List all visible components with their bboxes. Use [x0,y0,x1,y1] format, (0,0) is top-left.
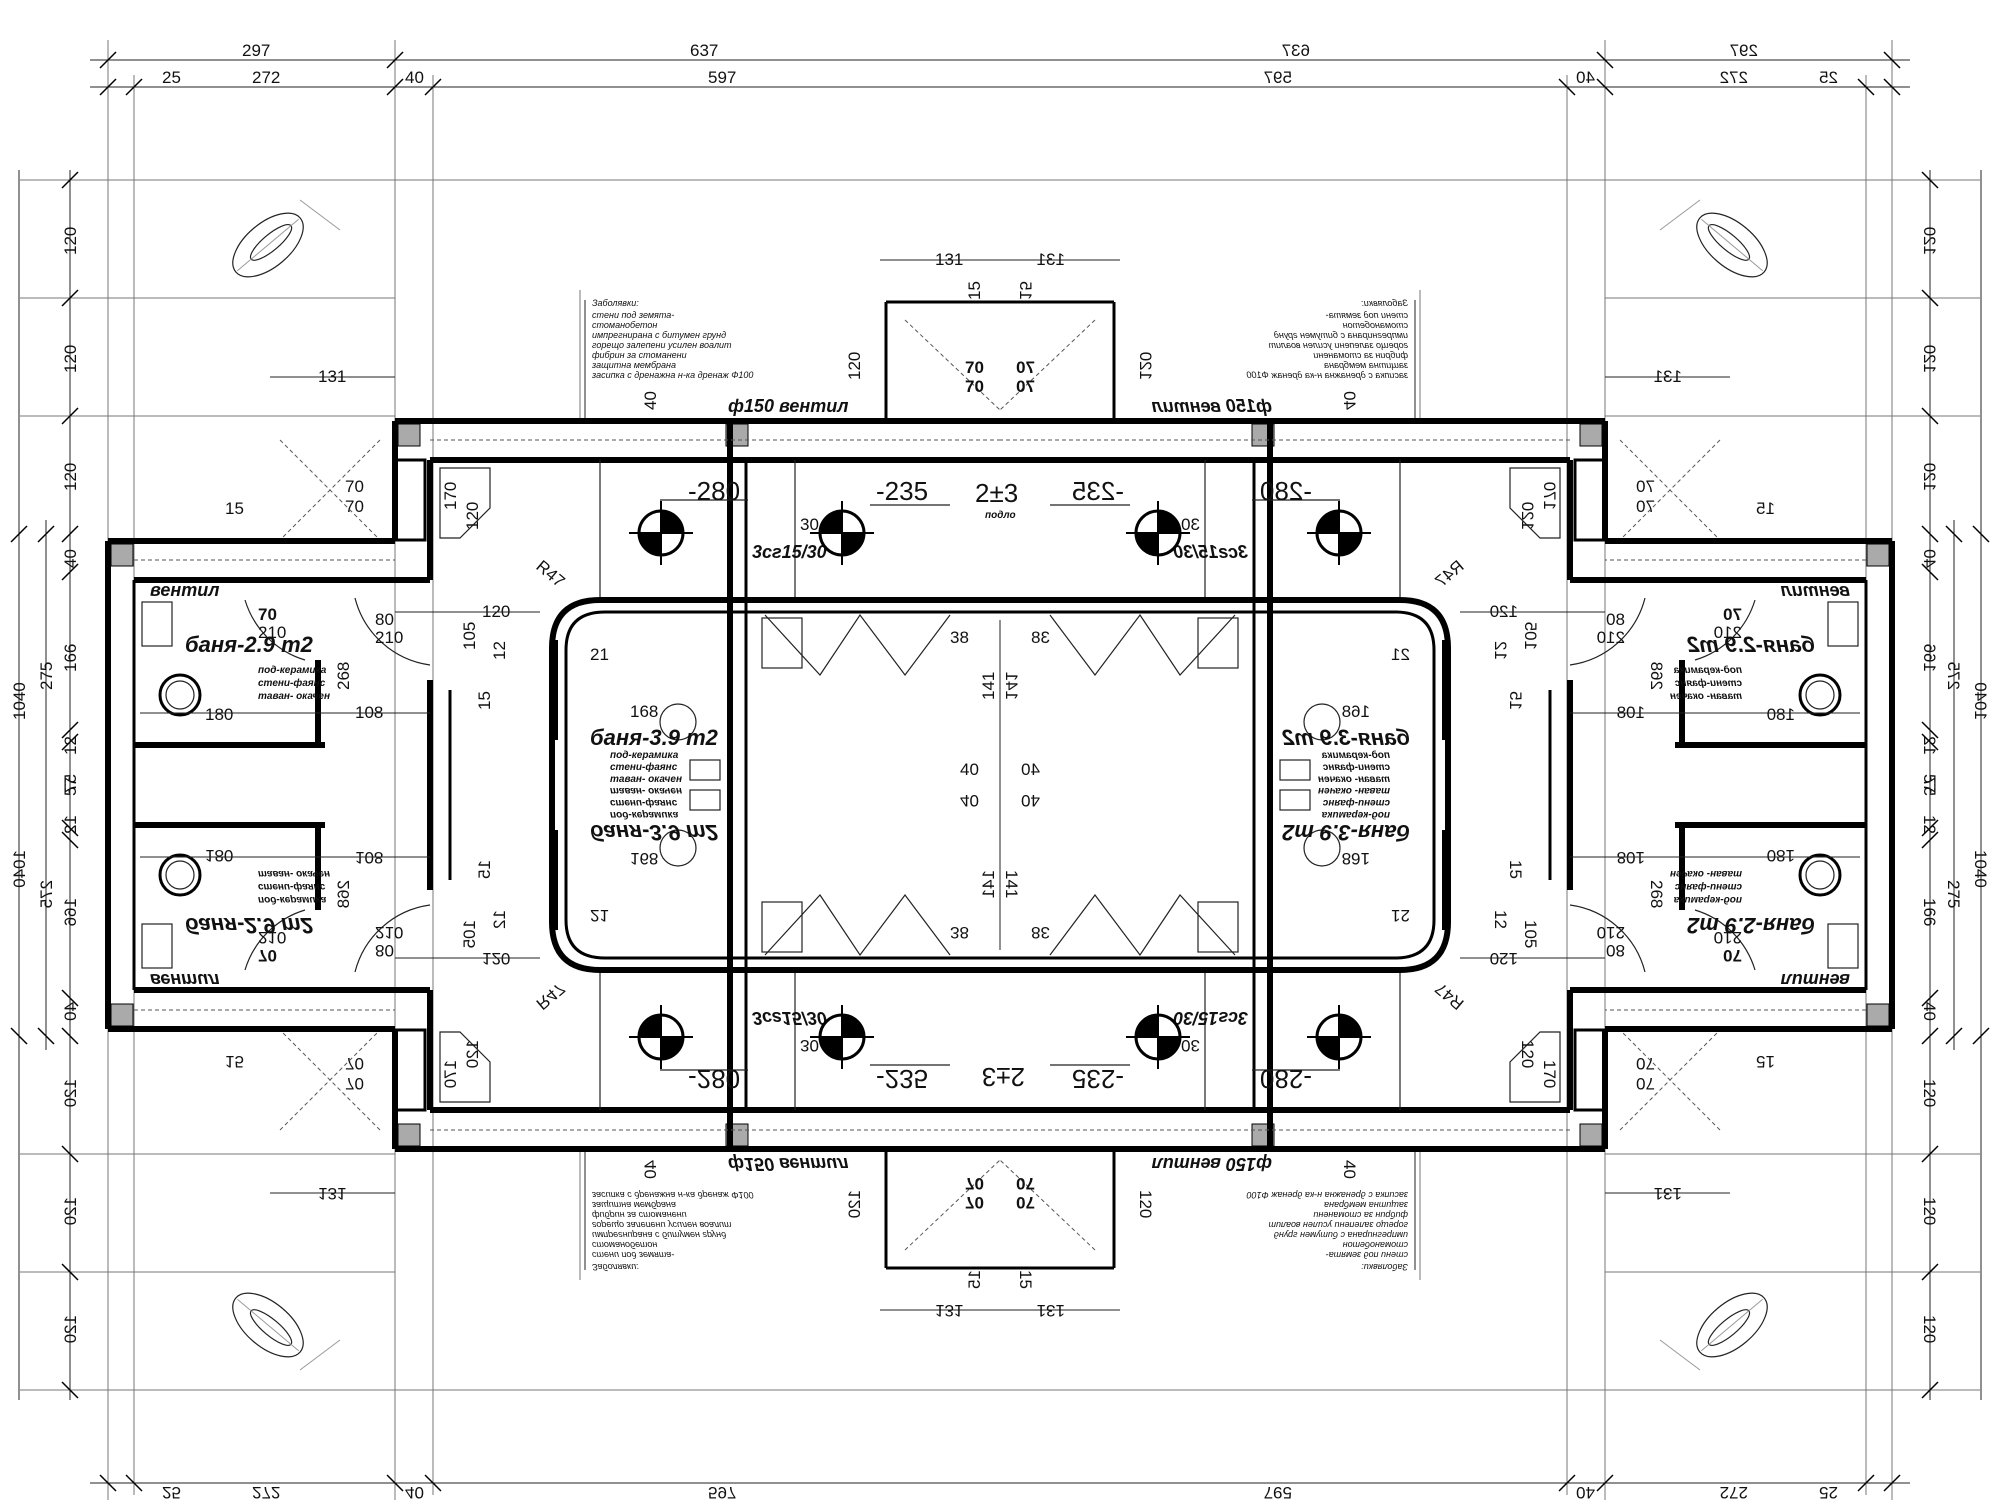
door-width: 70 [258,605,277,624]
finish-note: таван- окачен [610,774,682,785]
note-line: Заболявки: [592,298,639,308]
dim-131: 131 [318,367,346,386]
dim-12: 12 [61,736,80,755]
note-line: горещо залепени усилен воалит [592,340,732,350]
room-label: баня-3.9 m2 [590,725,719,750]
plan-bottom-left [10,774,1000,1500]
finish-note: под-керамика [610,750,679,761]
tree-icon [232,212,304,278]
step-30: 30 [800,515,819,534]
section-marker-icon [629,501,693,565]
dim-40: 40 [61,549,80,568]
dim-12: 12 [490,641,509,660]
door-height: 210 [258,623,286,642]
plan-top-right [1000,40,1990,796]
dim-40: 40 [960,760,979,779]
dim-40: 40 [641,391,660,410]
dim-40: 40 [405,68,424,87]
center-level-label: 2±3 подло 2±3 [975,478,1025,1092]
finish-note: таван- окачен [258,691,330,702]
sink-icon [141,601,173,647]
stair-label: 3сг15/30 [752,542,827,562]
finish-note: стени-фаянс [258,677,326,689]
plan-bottom-right [1000,774,1990,1500]
dim-15: 15 [225,499,244,518]
side-dimensions: 1040 275 120 120 120 40 166 12 57 [10,170,80,796]
door-swing [354,597,431,666]
toilet-icon [659,703,697,741]
dim-268: 268 [334,662,353,690]
dim-120-b: 120 [61,345,80,373]
dim-272: 272 [252,68,280,87]
note-line: защитна мембрана [591,360,676,370]
dim-21: 21 [590,645,609,664]
dim-105: 105 [460,622,479,650]
dim-25: 25 [162,68,181,87]
level-center: 2±3 [975,478,1018,508]
note-line: фибрин за стоманени [592,350,687,360]
dim-r47: R47 [532,557,568,592]
dim-637: 637 [690,41,718,60]
level-center-mirrored: 2±3 [982,1062,1025,1092]
vent-pipe-label: ф150 вентил [728,396,848,416]
level-280: -280 [688,476,740,506]
section-marker-icon [810,501,874,565]
dim-70: 70 [965,358,984,377]
room-label: баня-2.9 m2 [185,632,314,657]
dim-38: 38 [950,628,969,647]
finish-note: под-керамика [258,665,327,676]
note-line: импрегнирана с битумен грунд [592,330,726,340]
dim-70: 70 [965,377,984,396]
bathroom-large: 168 баня-3.9 m2 под-керамика стени-фаянс… [552,640,721,785]
plan-top-left: 297 637 25 272 40 597 1040 275 120 120 1… [10,40,1001,796]
dim-170: 170 [441,482,460,510]
dim-1040: 1040 [10,682,29,720]
dim-131: 131 [935,250,963,269]
dim-120: 120 [845,352,864,380]
waterproofing-notes: Заболявки: стени под земята- стоманобето… [584,298,753,420]
entrance-bump: 131 15 120 70 70 [845,250,1001,421]
dim-275: 275 [37,662,56,690]
dim-141: 141 [979,672,998,700]
dim-166: 166 [61,644,80,672]
dim-70: 70 [345,477,364,496]
extension-lines [20,40,1000,785]
finish-note: стени-фаянс [610,761,678,773]
level-235: -235 [876,476,928,506]
dim-180: 180 [205,705,233,724]
toilet-icon [158,673,202,717]
door-width: 80 [375,610,394,629]
door-height: 210 [375,628,403,647]
annex: 131 15 70 70 170 120 [225,367,491,542]
level-center-note: подло [985,510,1016,521]
dim-120: 120 [463,502,482,530]
sink-icon [689,759,721,781]
dim-120-c: 120 [61,463,80,491]
dim-168: 168 [630,702,658,721]
dim-297: 297 [242,41,270,60]
dim-120-a: 120 [61,227,80,255]
top-dimensions: 297 637 25 272 40 597 [90,41,1000,96]
note-line: засипка с дренажна н-ка дренаж Ф100 [591,370,753,380]
dim-597: 597 [708,68,736,87]
note-line: стени под земята- [592,310,674,320]
note-line: стоманобетон [592,320,657,330]
levels: -280 -235 3сг15/30 30 ф150 вентил 40 [641,391,950,562]
dim-70: 70 [345,497,364,516]
column [110,543,134,567]
vent-label: вентил [150,580,220,600]
door-swing [244,599,306,661]
dim-15: 15 [475,691,494,710]
column [397,423,421,447]
tree-branch [299,199,341,231]
dim-15: 15 [965,281,984,300]
